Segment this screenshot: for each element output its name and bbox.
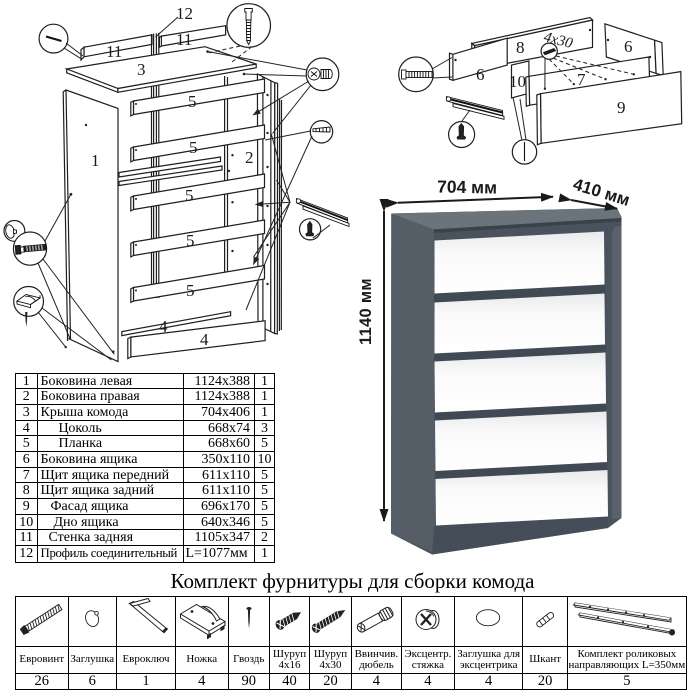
- svg-text:11: 11: [106, 42, 122, 61]
- svg-text:5: 5: [186, 231, 195, 250]
- svg-text:2: 2: [245, 148, 254, 167]
- svg-text:5: 5: [188, 92, 197, 111]
- svg-text:7: 7: [577, 70, 586, 89]
- svg-text:4: 4: [200, 330, 209, 349]
- svg-text:1140 мм: 1140 мм: [357, 278, 375, 345]
- svg-text:9: 9: [617, 98, 626, 117]
- svg-text:4: 4: [159, 317, 168, 336]
- svg-text:6: 6: [624, 37, 633, 56]
- svg-text:5: 5: [186, 281, 195, 300]
- svg-text:3: 3: [137, 60, 146, 79]
- svg-text:11: 11: [176, 30, 192, 49]
- svg-text:10: 10: [509, 72, 526, 91]
- svg-text:12: 12: [176, 4, 193, 23]
- svg-text:704 мм: 704 мм: [437, 177, 497, 198]
- svg-text:5: 5: [189, 138, 198, 157]
- svg-text:410 мм: 410 мм: [571, 175, 632, 210]
- svg-text:4x30: 4x30: [542, 29, 575, 52]
- svg-text:8: 8: [516, 38, 525, 57]
- svg-text:5: 5: [185, 186, 194, 205]
- svg-text:6: 6: [476, 65, 485, 84]
- svg-text:1: 1: [91, 151, 100, 170]
